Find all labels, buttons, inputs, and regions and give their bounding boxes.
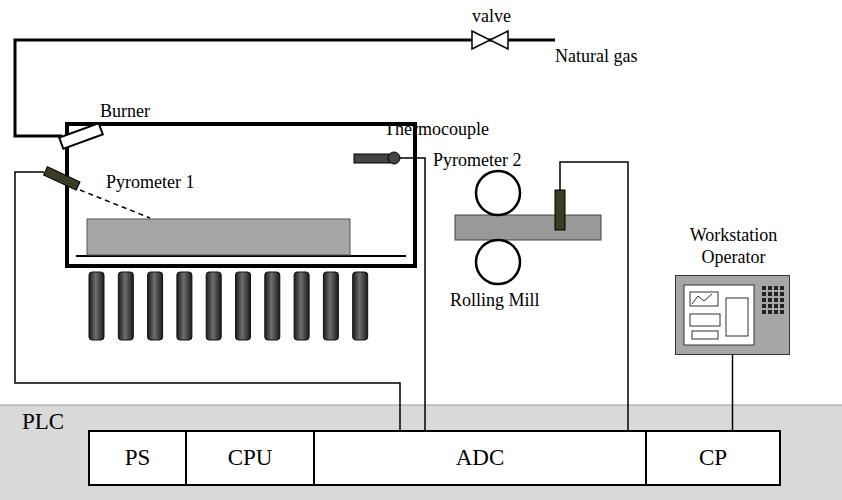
part-label: Natural gas: [555, 46, 637, 66]
roller-table: [148, 272, 163, 340]
monitor-graphic: [768, 286, 772, 290]
burner-symbol: [59, 123, 103, 149]
burner-symbol: [59, 123, 103, 149]
thermocouple-symbol: [354, 154, 390, 163]
monitor-graphic: [726, 298, 748, 336]
signal-wire: [400, 158, 425, 431]
monitor-graphic: [762, 304, 766, 308]
monitor-graphic: [780, 286, 784, 290]
workstation-heading: Workstation Operator: [666, 224, 801, 268]
valve-symbol: [472, 31, 490, 49]
monitor-graphic: [774, 310, 778, 314]
monitor-graphic: [676, 276, 789, 354]
roller-table: [265, 272, 280, 340]
part-label: Thermocouple: [384, 119, 489, 139]
workstation-monitor: Workstation Operator: [675, 275, 790, 355]
monitor-graphic: [762, 286, 766, 290]
part-label: Pyrometer 2: [433, 150, 521, 170]
pyrometer-symbol: [44, 167, 80, 190]
monitor-graphic: [690, 292, 718, 306]
roller-table: [89, 272, 104, 340]
monitor-graphic: [768, 304, 772, 308]
monitor-graphic: [780, 304, 784, 308]
roller-table: [118, 272, 133, 340]
monitor-graphic: [684, 285, 754, 345]
pyrometer-symbol: [555, 190, 565, 230]
monitor-graphic: [780, 310, 784, 314]
module-label: CP: [699, 445, 727, 471]
ingot: [87, 219, 350, 255]
monitor-graphic: [768, 292, 772, 296]
valve-symbol: [490, 31, 508, 49]
monitor-graphic: [780, 292, 784, 296]
part-label: valve: [472, 6, 511, 26]
plc-band: PLC PS CPU ADC CP: [0, 405, 842, 500]
pyrometer-symbol: [80, 190, 150, 218]
module-label: ADC: [456, 445, 505, 471]
roller-table: [353, 272, 368, 340]
module-box: CP: [645, 430, 781, 486]
monitor-graphic: [768, 298, 772, 302]
rolling-mill: [476, 240, 520, 284]
rolling-mill: [455, 215, 601, 240]
monitor-graphic: [762, 310, 766, 314]
roller-table: [323, 272, 338, 340]
part-label: Burner: [100, 101, 150, 121]
roller-table: [177, 272, 192, 340]
plc-band: [0, 405, 842, 406]
plc-title: PLC: [22, 409, 64, 435]
part-label: Pyrometer 1: [106, 172, 194, 192]
furnace: [67, 124, 415, 266]
furnace: [67, 124, 415, 266]
ingot: [87, 219, 350, 255]
roller-table: [294, 272, 309, 340]
monitor-graphic: [774, 304, 778, 308]
monitor-graphic: [762, 298, 766, 302]
monitor-graphic: [774, 292, 778, 296]
rolling-mill: [455, 171, 601, 284]
module-box: CPU: [185, 430, 315, 486]
valve-symbol: [472, 31, 508, 49]
roller-table: [206, 272, 221, 340]
signal-wire: [15, 172, 400, 431]
signal-wire: [15, 158, 628, 431]
monitor-graphic: [768, 310, 772, 314]
monitor-graphic: [774, 286, 778, 290]
plc-band: [0, 405, 842, 500]
part-label: Rolling Mill: [450, 290, 540, 310]
module-label: PS: [125, 445, 151, 471]
monitor-graphic: [780, 298, 784, 302]
monitor-graphic: [774, 298, 778, 302]
module-label: CPU: [228, 445, 273, 471]
roller-table: [236, 272, 251, 340]
monitor-graphic: [690, 314, 720, 326]
module-box: ADC: [313, 430, 647, 486]
plc-band: [0, 405, 842, 500]
signal-connector: [732, 355, 734, 430]
thermocouple-symbol: [354, 152, 400, 164]
pyrometer-symbol: [555, 190, 565, 230]
thermocouple-symbol: [388, 152, 400, 164]
monitor-graphic: [762, 292, 766, 296]
roller-table: [89, 272, 368, 340]
module-box: PS: [88, 430, 187, 486]
signal-wire: [560, 162, 628, 431]
monitor-graphic: [692, 294, 712, 304]
monitor-graphic: [692, 331, 718, 339]
rolling-mill: [476, 171, 520, 215]
